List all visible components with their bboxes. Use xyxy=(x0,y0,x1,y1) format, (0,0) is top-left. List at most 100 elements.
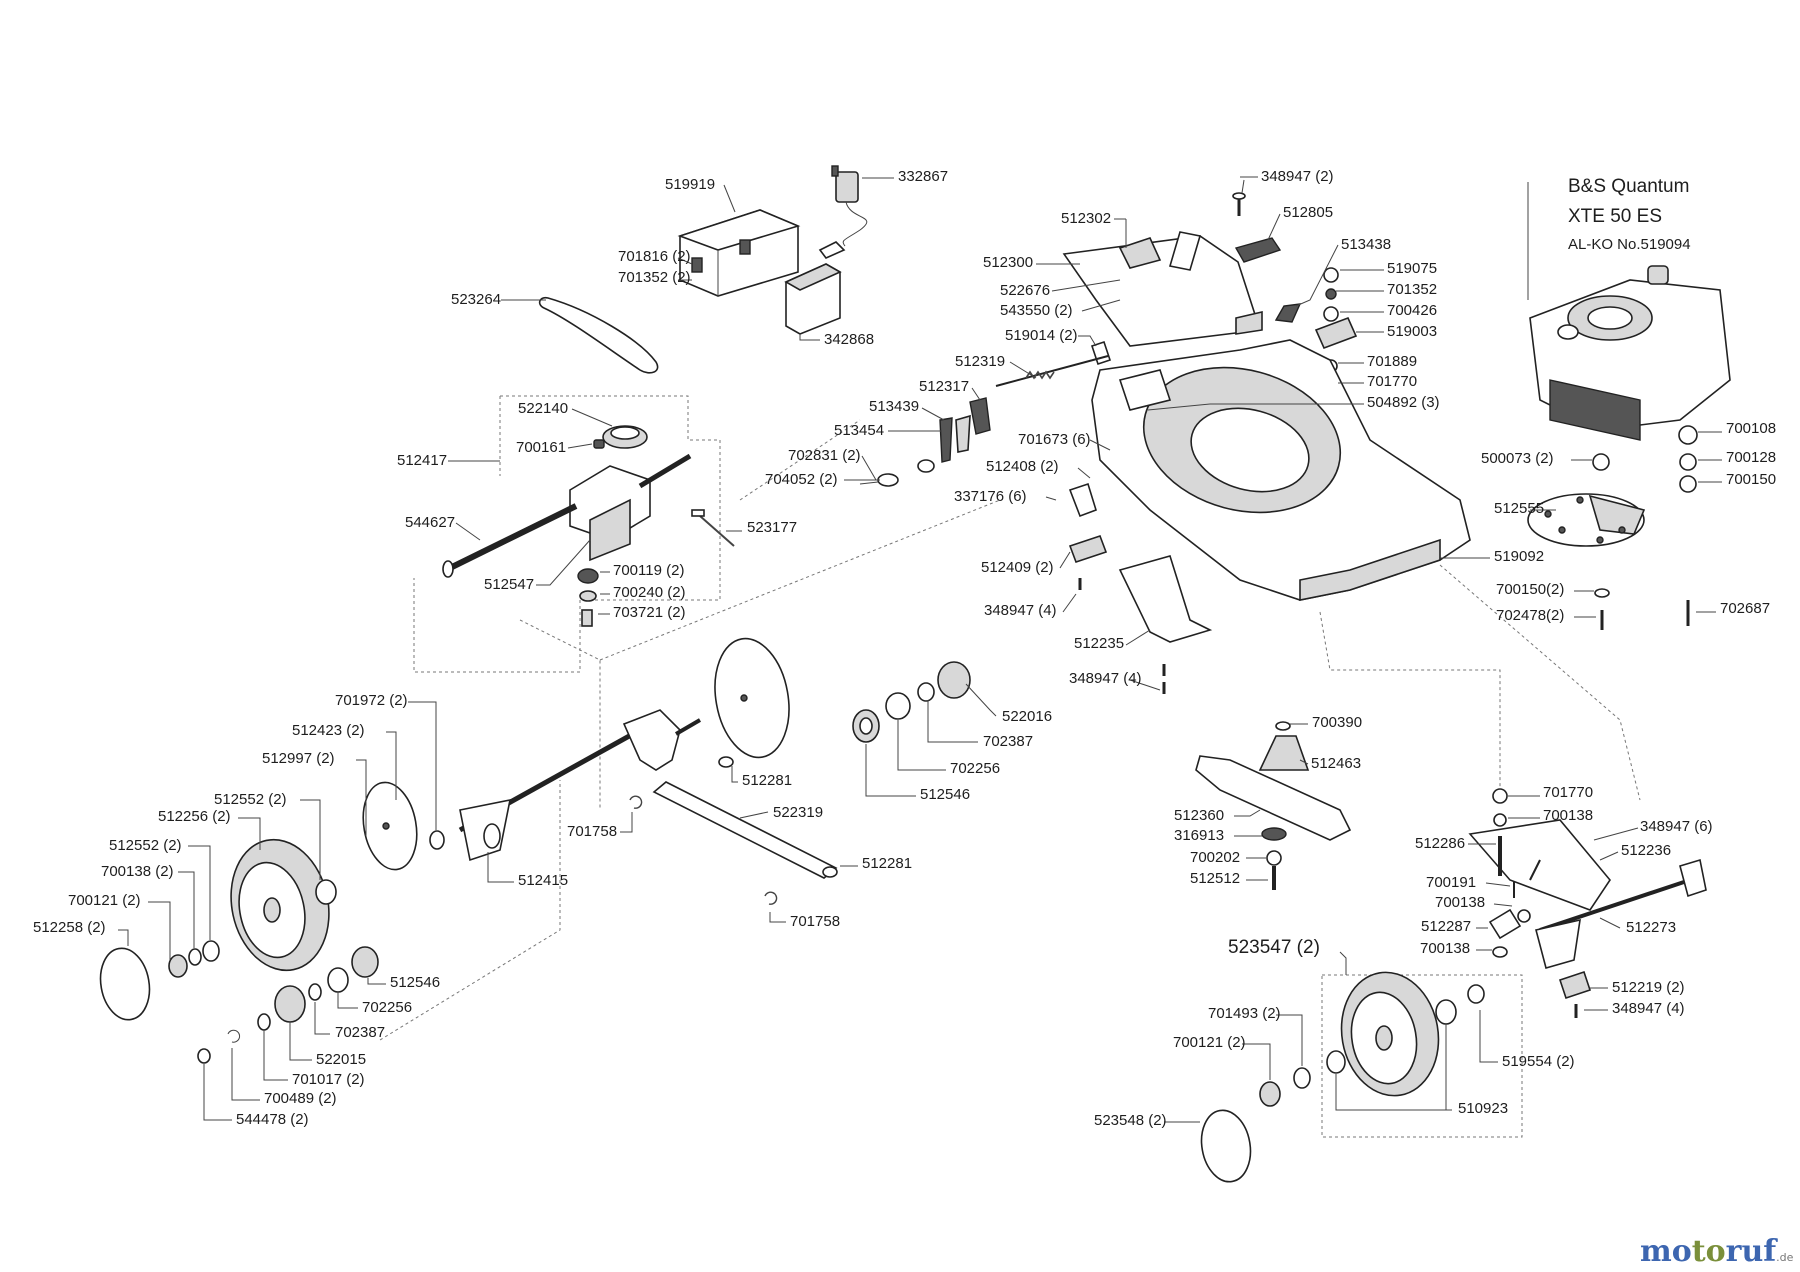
part-label: 510923 xyxy=(1458,1100,1508,1117)
part-label: 703721 (2) xyxy=(613,604,686,621)
clips xyxy=(629,795,778,905)
part-label: 519919 xyxy=(665,176,715,193)
levers xyxy=(859,397,991,487)
part-label: 522015 xyxy=(316,1051,366,1068)
engine-brand: B&S Quantum xyxy=(1568,176,1690,197)
part-label: 702387 xyxy=(983,733,1033,750)
charger-box xyxy=(784,241,846,335)
part-label: 512219 (2) xyxy=(1612,979,1685,996)
part-label: 512463 xyxy=(1311,755,1361,772)
assembly-outlines xyxy=(379,395,1641,1138)
part-label: 701972 (2) xyxy=(335,692,408,709)
part-label: 513439 xyxy=(869,398,919,415)
part-label: 512546 xyxy=(390,974,440,991)
part-label: 337176 (6) xyxy=(954,488,1027,505)
battery-assembly xyxy=(677,209,801,297)
part-number-labels: 519919 332867 701816 (2) 701352 (2) 523264 34… xyxy=(33,168,1776,1129)
part-label: 512408 (2) xyxy=(986,458,1059,475)
connecting-rod xyxy=(652,756,838,879)
part-label: 500073 (2) xyxy=(1481,450,1554,467)
part-label: 700161 xyxy=(516,439,566,456)
part-label: 523264 xyxy=(451,291,501,308)
part-label: 316913 xyxy=(1174,827,1224,844)
part-label: 700390 xyxy=(1312,714,1362,731)
engine-mount xyxy=(1527,493,1646,547)
part-label: 702387 xyxy=(335,1024,385,1041)
part-label: 519092 xyxy=(1494,548,1544,565)
part-label: 700489 (2) xyxy=(264,1090,337,1107)
part-label: 701758 xyxy=(790,913,840,930)
part-label: 700119 (2) xyxy=(613,562,684,579)
part-label: 512417 xyxy=(397,452,447,469)
engine-small-parts xyxy=(1592,425,1698,630)
part-label: 522319 xyxy=(773,804,823,821)
part-label: 504892 (3) xyxy=(1367,394,1440,411)
part-label: 512281 xyxy=(862,855,912,872)
part-label: 512415 xyxy=(518,872,568,889)
part-label: 512319 xyxy=(955,353,1005,370)
part-label: 701493 (2) xyxy=(1208,1005,1281,1022)
part-label: 513454 xyxy=(834,422,884,439)
rear-axle xyxy=(458,709,702,862)
logo-suffix: .de xyxy=(1776,1251,1794,1264)
part-label: 701816 (2) xyxy=(618,248,691,265)
part-label: 512236 xyxy=(1621,842,1671,859)
part-label: 700108 xyxy=(1726,420,1776,437)
part-label: 701352 xyxy=(1387,281,1437,298)
gearbox-small-parts xyxy=(577,568,599,627)
part-label: 512317 xyxy=(919,378,969,395)
part-label: 348947 (4) xyxy=(1069,670,1142,687)
part-label: 700240 (2) xyxy=(613,584,686,601)
blade-assembly xyxy=(1195,721,1352,890)
part-label: 701758 xyxy=(567,823,617,840)
logo-part-2: to xyxy=(1691,1234,1726,1269)
front-wheel-assembly-label: 523547 (2) xyxy=(1228,937,1320,958)
engine-title: B&S Quantum XTE 50 ES AL-KO No.519094 xyxy=(1568,172,1788,258)
part-label: 348947 (2) xyxy=(1261,168,1334,185)
part-label: 512273 xyxy=(1626,919,1676,936)
grass-catcher-frame xyxy=(1062,231,1262,347)
part-label: 512409 (2) xyxy=(981,559,1054,576)
part-label: 543550 (2) xyxy=(1000,302,1073,319)
part-label: 701673 (6) xyxy=(1018,431,1091,448)
part-label: 701352 (2) xyxy=(618,269,691,286)
part-label: 512281 xyxy=(742,772,792,789)
part-label: 700138 (2) xyxy=(101,863,174,880)
gearbox-assembly xyxy=(442,425,692,578)
motoruf-logo: motoruf.de xyxy=(1640,1234,1793,1269)
part-label: 701017 (2) xyxy=(292,1071,365,1088)
part-label: 512300 xyxy=(983,254,1033,271)
part-label: 519014 (2) xyxy=(1005,327,1078,344)
part-label: 348947 (4) xyxy=(984,602,1057,619)
part-label: 700150 xyxy=(1726,471,1776,488)
part-label: 512286 xyxy=(1415,835,1465,852)
part-label: 519554 (2) xyxy=(1502,1053,1575,1070)
part-label: 700426 xyxy=(1387,302,1437,319)
part-label: 700202 xyxy=(1190,849,1240,866)
part-label: 512555 xyxy=(1494,500,1544,517)
part-label: 512287 xyxy=(1421,918,1471,935)
part-label: 332867 xyxy=(898,168,948,185)
engine-part-number: AL-KO No.519094 xyxy=(1568,236,1691,253)
part-label: 523548 (2) xyxy=(1094,1112,1167,1129)
charger-plug xyxy=(831,165,868,247)
deck-brackets xyxy=(1068,482,1213,694)
part-label: 544478 (2) xyxy=(236,1111,309,1128)
part-label: 700191 xyxy=(1426,874,1476,891)
part-label: 702256 xyxy=(362,999,412,1016)
part-label: 512302 xyxy=(1061,210,1111,227)
rear-flap-right xyxy=(1468,788,1707,1018)
part-label: 700121 (2) xyxy=(1173,1034,1246,1051)
part-label: 512512 xyxy=(1190,870,1240,887)
part-label: 522016 xyxy=(1002,708,1052,725)
part-label: 512552 (2) xyxy=(214,791,287,808)
part-label: 512546 xyxy=(920,786,970,803)
part-label: 512552 (2) xyxy=(109,837,182,854)
part-label: 512423 (2) xyxy=(292,722,365,739)
cable-pin xyxy=(691,509,735,547)
left-wheel xyxy=(230,838,337,972)
leader-lines xyxy=(118,176,1722,1123)
part-label: 544627 xyxy=(405,514,455,531)
